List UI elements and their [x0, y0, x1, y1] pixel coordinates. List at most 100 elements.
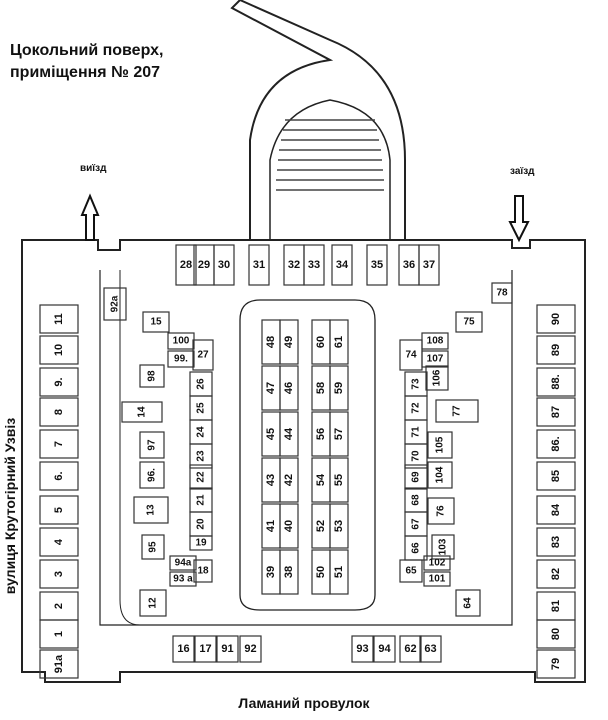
room-label: 4: [53, 538, 65, 545]
street-left-label: вулиця Крутогірний Узвіз: [2, 417, 18, 595]
room-33: 33: [303, 244, 325, 286]
room-label: 11: [53, 313, 65, 325]
room-28: 28: [175, 244, 197, 286]
room-label: 13: [146, 504, 157, 516]
room-57: 57: [329, 411, 349, 457]
room-label: 27: [197, 350, 209, 361]
room-49: 49: [279, 319, 299, 365]
street-left-label-wrap: вулиця Крутогірний Узвіз: [0, 398, 20, 618]
room-label: 64: [463, 597, 474, 609]
room-53: 53: [329, 503, 349, 549]
room-label: 22: [196, 471, 207, 483]
room-6: 6.: [39, 461, 79, 491]
room-label: 3: [53, 571, 65, 577]
room-44: 44: [279, 411, 299, 457]
room-93a: 93 a: [169, 571, 197, 587]
room-105: 105: [427, 431, 453, 459]
room-label: 28: [180, 259, 192, 271]
room-label: 59: [333, 382, 345, 394]
room-91: 91: [216, 635, 239, 663]
arrow-up-icon: [80, 193, 100, 241]
room-4: 4: [39, 527, 79, 557]
room-label: 94a: [175, 558, 192, 569]
room-label: 75: [463, 317, 475, 328]
room-75: 75: [455, 311, 483, 333]
room-24: 24: [189, 419, 213, 445]
room-label: 30: [218, 259, 230, 271]
room-97: 97: [139, 431, 165, 459]
room-17: 17: [194, 635, 217, 663]
room-label: 79: [550, 658, 562, 670]
room-27: 27: [192, 339, 214, 371]
room-87: 87: [536, 397, 576, 427]
room-70: 70: [404, 443, 428, 469]
room-76: 76: [427, 497, 455, 525]
room-label: 53: [333, 520, 345, 532]
room-label: 24: [196, 426, 207, 438]
room-19: 19: [189, 535, 213, 551]
room-2: 2: [39, 591, 79, 621]
room-label: 84: [550, 503, 562, 516]
room-label: 105: [435, 436, 446, 453]
room-18: 18: [193, 559, 213, 583]
room-label: 34: [336, 259, 349, 271]
room-label: 39: [265, 566, 277, 578]
room-label: 91a: [53, 654, 65, 673]
room-label: 60: [315, 336, 327, 348]
room-label: 12: [148, 597, 159, 609]
room-label: 72: [411, 402, 422, 414]
room-label: 58: [315, 382, 327, 394]
room-label: 92a: [110, 295, 121, 312]
room-92: 92: [239, 635, 262, 663]
room-107: 107: [421, 350, 449, 368]
room-label: 63: [424, 643, 436, 655]
room-83: 83: [536, 527, 576, 557]
room-label: 103: [438, 538, 449, 555]
room-label: 31: [253, 259, 265, 271]
room-label: 48: [265, 336, 277, 348]
room-label: 52: [315, 520, 327, 532]
room-10: 10: [39, 335, 79, 365]
title-line-1: Цокольний поверх,: [10, 42, 164, 59]
room-label: 77: [452, 405, 463, 417]
room-74: 74: [399, 339, 423, 371]
room-101: 101: [423, 571, 451, 587]
room-label: 66: [411, 542, 422, 554]
room-label: 69: [411, 471, 422, 483]
room-95: 95: [141, 534, 165, 560]
room-label: 73: [411, 378, 422, 390]
room-34: 34: [331, 244, 353, 286]
room-label: 108: [427, 336, 444, 347]
room-label: 18: [197, 566, 209, 577]
room-label: 54: [315, 473, 327, 486]
room-label: 62: [404, 643, 416, 655]
room-13: 13: [133, 496, 169, 524]
room-47: 47: [261, 365, 281, 411]
room-label: 7: [53, 441, 65, 447]
room-40: 40: [279, 503, 299, 549]
room-label: 20: [196, 518, 207, 530]
room-50: 50: [311, 549, 331, 595]
room-label: 106: [432, 369, 443, 386]
room-label: 71: [411, 426, 422, 438]
room-label: 5: [53, 507, 65, 513]
room-85: 85: [536, 461, 576, 491]
room-label: 57: [333, 428, 345, 440]
room-99: 99.: [167, 350, 195, 368]
room-label: 93: [356, 643, 368, 655]
room-16: 16: [172, 635, 195, 663]
room-label: 81: [550, 600, 562, 612]
room-label: 37: [423, 259, 435, 271]
room-label: 16: [177, 643, 189, 655]
room-94: 94: [373, 635, 396, 663]
room-59: 59: [329, 365, 349, 411]
room-26: 26: [189, 371, 213, 397]
room-68: 68: [404, 487, 428, 513]
room-label: 15: [150, 317, 162, 328]
room-78: 78: [491, 282, 513, 304]
room-15: 15: [142, 311, 170, 333]
room-94a: 94a: [169, 555, 197, 571]
room-label: 107: [427, 354, 444, 365]
